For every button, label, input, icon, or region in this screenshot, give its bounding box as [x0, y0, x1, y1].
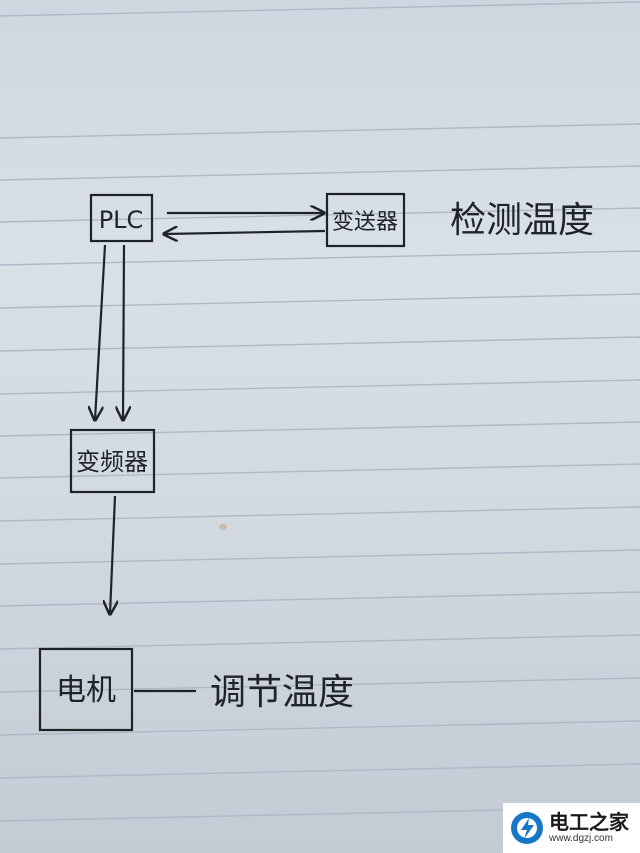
ruled-line — [0, 763, 640, 779]
transmitter-to-plc-arrow — [164, 231, 326, 234]
watermark-url: www.dgzj.com — [549, 833, 613, 844]
ruled-line — [0, 421, 640, 437]
plc-to-inverter-arrow-right — [123, 244, 124, 420]
ruled-line — [0, 293, 640, 309]
plc-box — [89, 193, 154, 243]
ruled-line — [0, 720, 640, 736]
ruled-line — [0, 463, 640, 479]
ruled-line — [0, 549, 640, 565]
transmitter-label: 变送器 — [332, 210, 398, 235]
motor-label: 电机 — [56, 673, 116, 708]
inverter-to-motor-arrow — [110, 495, 115, 614]
ruled-line — [0, 123, 640, 139]
ruled-line — [0, 1, 640, 17]
ruled-line — [0, 591, 640, 607]
watermark-name: 电工之家 — [549, 810, 629, 834]
ruled-line — [0, 506, 640, 522]
transmitter-box — [325, 192, 406, 248]
plc-label: PLC — [99, 206, 144, 234]
ruled-line — [0, 336, 640, 352]
ruled-lines — [0, 1, 640, 822]
ruled-line — [0, 379, 640, 395]
paper-speck — [219, 524, 227, 530]
plc-to-inverter-arrow-left — [95, 244, 107, 420]
detect-temperature-note: 检测温度 — [450, 200, 594, 241]
motor-box — [38, 647, 134, 732]
adjust-temperature-note: 调节温度 — [210, 672, 354, 713]
watermark-badge: 电工之家 www.dgzj.com — [503, 803, 640, 853]
ruled-line — [0, 677, 640, 693]
lightning-bolt-icon — [511, 812, 543, 844]
inverter-box — [69, 428, 156, 494]
ruled-line — [0, 250, 640, 266]
ruled-line — [0, 165, 640, 181]
ruled-line — [0, 634, 640, 650]
inverter-label: 变频器 — [76, 448, 148, 476]
